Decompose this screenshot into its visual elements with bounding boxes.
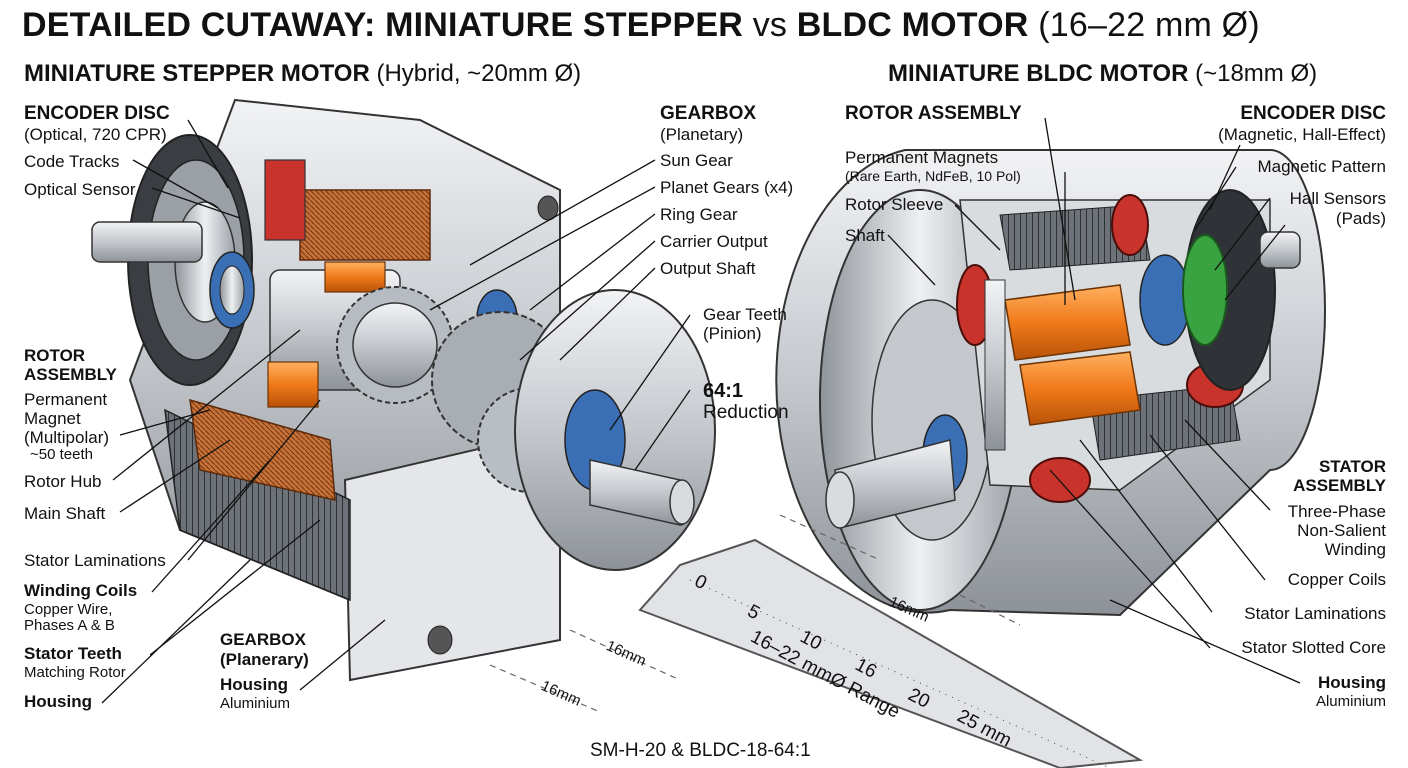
leader-lines [101,117,1301,704]
bldc-motor-drawing [775,149,1326,617]
label-main-shaft: Main Shaft [24,504,106,523]
label-ratio: 64:1 [703,380,744,402]
label-gearbox: GEARBOX [660,103,757,124]
label-gearbox-bottom: GEARBOX (Planerary) [220,630,309,669]
label-carrier-output: Carrier Output [660,232,768,251]
label-bldc-rotor-assembly: ROTOR ASSEMBLY [845,103,1022,124]
label-rotor-sleeve: Rotor Sleeve [845,195,944,214]
label-bldc-encoder-disc: ENCODER DISC [1240,103,1386,124]
bldc-heading: MINIATURE BLDC MOTOR (~18mm Ø) [888,60,1318,87]
ruler-drawing [638,538,1144,768]
label-stator-teeth-sub: Matching Rotor [24,664,126,681]
label-stepper-encoder-disc: ENCODER DISC [24,103,170,124]
label-reduction: Reduction [703,402,789,423]
label-winding-coils: Winding Coils [24,581,138,600]
stepper-motor-drawing [91,98,716,682]
label-ring-gear: Ring Gear [660,205,738,224]
stepper-heading: MINIATURE STEPPER MOTOR (Hybrid, ~20mm Ø… [24,60,582,87]
label-stepper-rotor-assembly: ROTOR ASSEMBLY [24,346,117,384]
label-stator-assembly: STATOR ASSEMBLY [1293,457,1386,495]
label-aluminium-bottom: Aluminium [220,695,291,712]
label-stepper-encoder-sub: (Optical, 720 CPR) [24,125,167,144]
page-title: DETAILED CUTAWAY: MINIATURE STEPPER vs B… [22,6,1260,44]
caption: SM-H-20 & BLDC-18-64:1 [590,740,811,761]
label-stator-teeth: Stator Teeth [24,644,122,663]
label-hall-sensors: Hall Sensors [1289,189,1386,208]
label-bldc-aluminium: Aluminium [1315,693,1386,710]
label-three-phase: Three-Phase Non-Salient Winding [1287,502,1386,559]
label-sun-gear: Sun Gear [660,151,733,170]
label-hall-pads: (Pads) [1335,209,1386,228]
label-rotor-hub: Rotor Hub [24,472,102,491]
label-magnetic-pattern: Magnetic Pattern [1257,157,1386,176]
label-bldc-housing: Housing [1318,673,1386,692]
label-magnets-sub: (Rare Earth, NdFeB, 10 Pol) [845,168,1021,184]
label-gearbox-sub: (Planetary) [660,125,744,144]
label-permanent-magnet: Permanent Magnet (Multipolar) [24,390,110,447]
label-gear-teeth: Gear Teeth (Pinion) [703,305,787,343]
label-stator-slotted-core: Stator Slotted Core [1241,638,1386,657]
label-stepper-stator-laminations: Stator Laminations [24,551,166,570]
label-stepper-housing: Housing [24,692,92,711]
label-code-tracks: Code Tracks [24,152,120,171]
label-bldc-encoder-sub: (Magnetic, Hall-Effect) [1218,125,1386,144]
label-teeth: ~50 teeth [30,446,93,463]
label-winding-sub: Copper Wire, Phases A & B [24,601,115,634]
label-permanent-magnets: Permanent Magnets [845,148,999,167]
label-output-shaft: Output Shaft [660,259,756,278]
label-planet-gears: Planet Gears (x4) [660,178,794,197]
label-housing-bottom: Housing [220,675,288,694]
label-bldc-stator-laminations: Stator Laminations [1244,604,1386,623]
label-bldc-shaft: Shaft [845,226,885,245]
label-optical-sensor: Optical Sensor [24,180,136,199]
dimension-lines [489,514,1021,713]
label-copper-coils: Copper Coils [1287,570,1386,589]
